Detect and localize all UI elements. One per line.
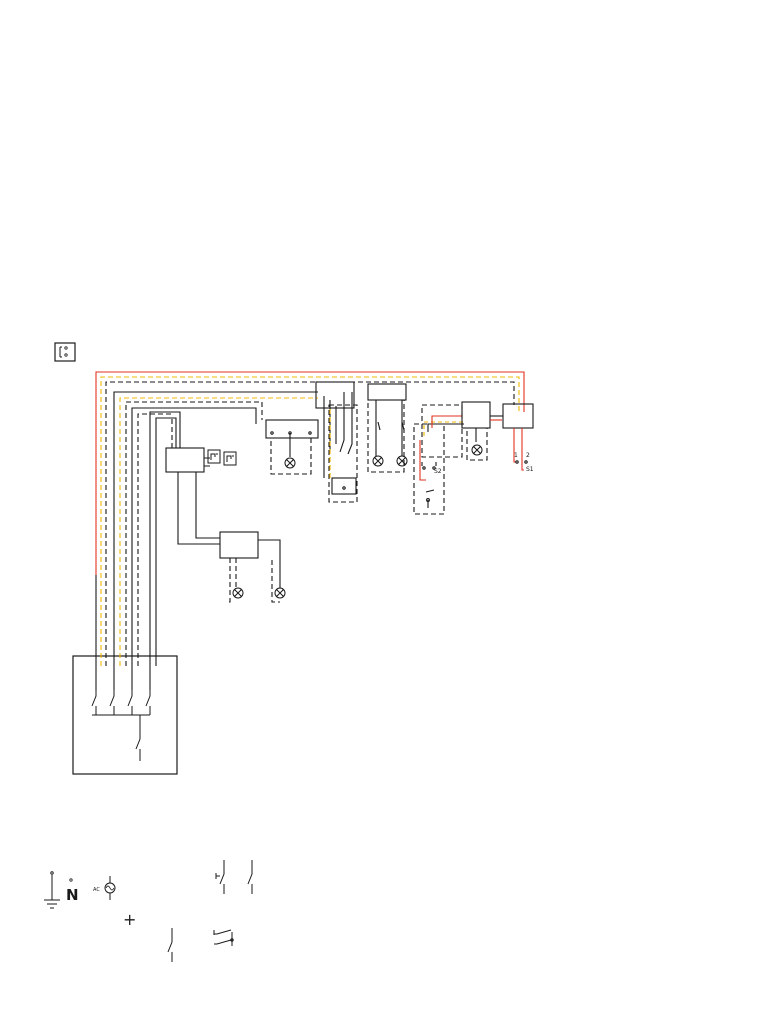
two-way-switch-icon (213, 929, 234, 946)
junction-box-icon (165, 418, 220, 545)
neutral-label: N (66, 886, 79, 904)
switch-icon (247, 860, 253, 894)
switch-icon (167, 928, 173, 962)
ac-source-label: AC (93, 887, 100, 893)
junction-box-icon (367, 383, 407, 473)
lamp-icon (284, 457, 296, 469)
terminal-1-label: 1 (514, 452, 518, 459)
push-button-icon (215, 860, 225, 894)
lamp-icon (396, 455, 408, 467)
switch-icon (490, 419, 528, 471)
junction-box-icon (490, 403, 534, 429)
neutral-symbol: N (66, 878, 79, 904)
switch-s2-label: S2 (434, 468, 442, 475)
feeder-wires (95, 371, 525, 690)
two-way-switch-icon (413, 404, 464, 515)
lamp-icon (372, 455, 384, 467)
lamp-icon (274, 587, 286, 599)
switch-s1-label: S1 (526, 466, 534, 473)
distribution-board (72, 655, 178, 775)
terminal-2-label: 2 (526, 452, 530, 459)
junction-box-icon (219, 531, 281, 603)
lamp-icon (471, 444, 483, 456)
plus-symbol: + (123, 910, 136, 929)
lamp-icon (232, 587, 244, 599)
socket-outlet-icon (207, 449, 237, 466)
ac-source-icon: AC (93, 876, 116, 900)
junction-box-icon (265, 419, 319, 475)
circuit-breaker-icon (91, 690, 151, 761)
junction-box-icon (461, 401, 491, 461)
switch-icon (315, 381, 358, 503)
earth-ground-icon (44, 871, 60, 909)
lighting-plan-icon (54, 342, 76, 362)
